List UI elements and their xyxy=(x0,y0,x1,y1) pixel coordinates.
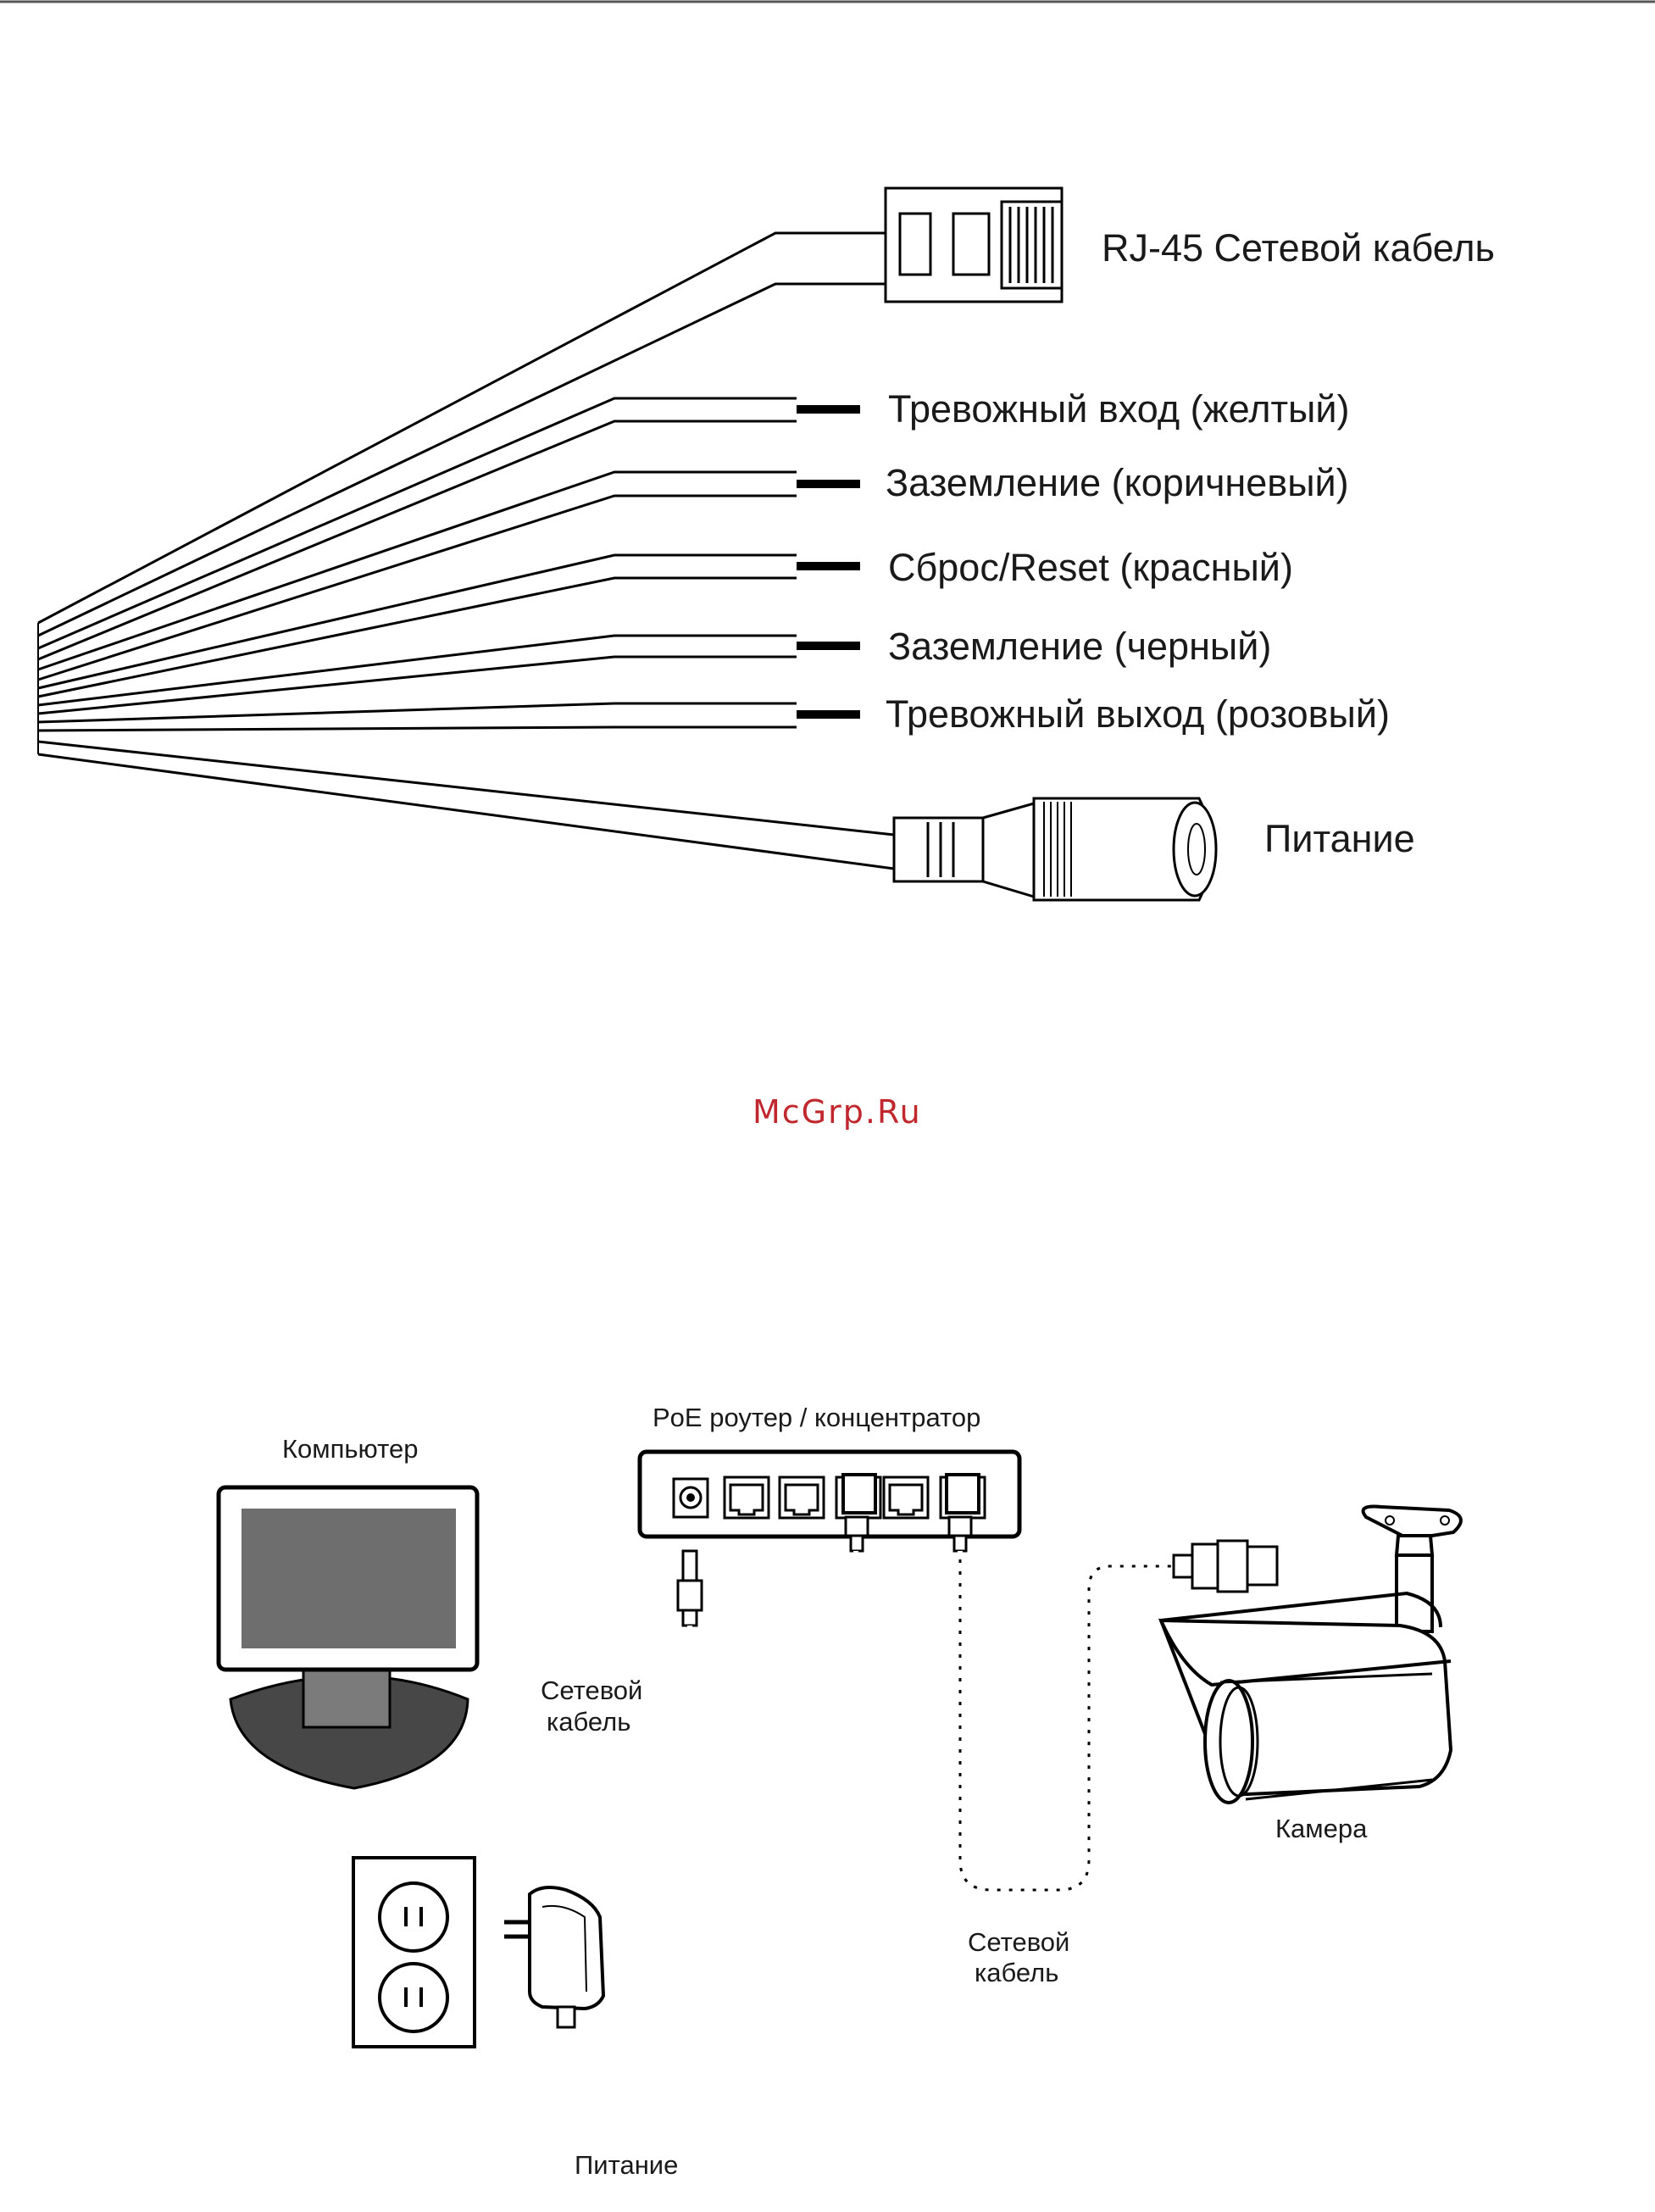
label-ground-black: Заземление (черный) xyxy=(888,625,1271,668)
network-cable-camera xyxy=(960,1551,1182,1890)
label-power: Питание xyxy=(1264,817,1415,860)
label-router: PoE роутер / концентратор xyxy=(653,1403,980,1432)
label-alarm-out: Тревожный выход (розовый) xyxy=(886,692,1390,736)
label-power-adapter: Питание xyxy=(575,2150,678,2180)
label-alarm-in: Тревожный вход (желтый) xyxy=(888,387,1350,431)
computer-monitor-icon xyxy=(219,1487,477,1788)
network-cable-computer xyxy=(483,1551,856,1644)
label-network-cable-left-1: Сетевой xyxy=(541,1676,642,1705)
label-network-cable-right-2: кабель xyxy=(975,1958,1058,1987)
camera-rj45-plug-icon xyxy=(1174,1541,1277,1592)
wiring-diagram: RJ-45 Сетевой кабель Тревожный вход (жел… xyxy=(38,188,1495,900)
label-rj45: RJ-45 Сетевой кабель xyxy=(1102,226,1495,270)
wire-tips xyxy=(797,405,860,719)
label-ground-brown: Заземление (коричневый) xyxy=(886,461,1349,504)
label-network-cable-left-2: кабель xyxy=(547,1707,630,1737)
wire-bundle xyxy=(38,233,894,869)
connection-diagram: PoE роутер / концентратор xyxy=(219,1403,1461,2180)
label-camera: Камера xyxy=(1275,1814,1368,1843)
router-power-plug-icon xyxy=(678,1551,702,1626)
watermark: McGrp.Ru xyxy=(753,1093,922,1131)
label-reset: Сброс/Reset (красный) xyxy=(888,546,1293,589)
wall-outlet-icon xyxy=(353,1858,475,2047)
dc-power-connector-icon xyxy=(894,798,1216,900)
rj45-connector-icon xyxy=(886,188,1062,302)
label-network-cable-right-1: Сетевой xyxy=(968,1927,1069,1957)
power-adapter-icon xyxy=(504,1887,603,2027)
label-computer: Компьютер xyxy=(282,1434,418,1464)
